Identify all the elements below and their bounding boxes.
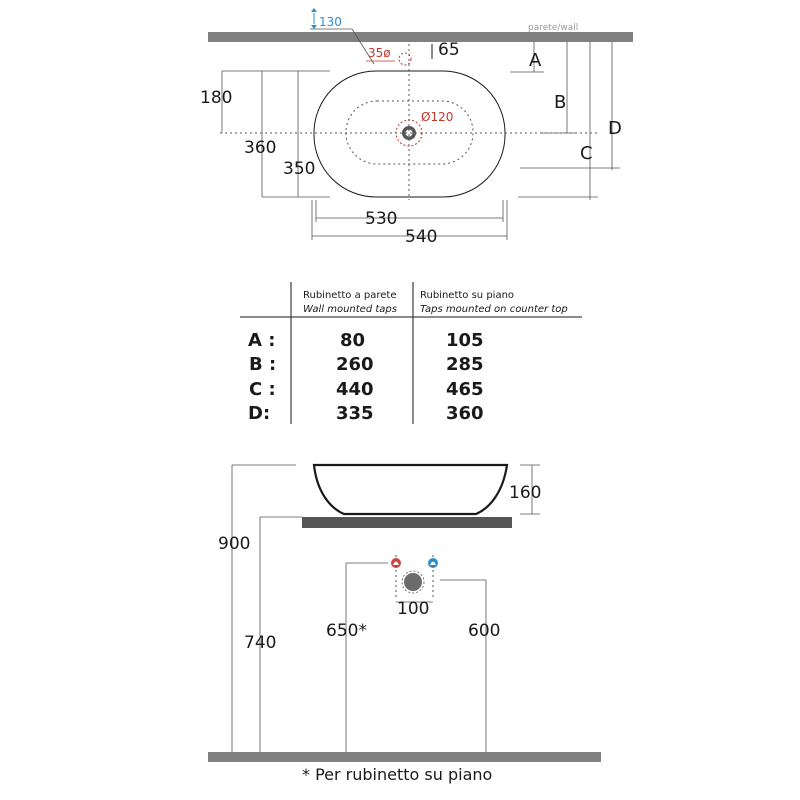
- hot-tap-icon: [391, 558, 401, 568]
- letter-a: A: [529, 50, 542, 71]
- side-view: 160 900 740 100 650* 60: [208, 463, 601, 762]
- svg-text:285: 285: [446, 354, 484, 375]
- dim-350: 350: [283, 159, 315, 179]
- svg-text:C :: C :: [249, 379, 276, 400]
- svg-text:B :: B :: [249, 354, 276, 375]
- letter-b: B: [554, 92, 566, 113]
- svg-text:360: 360: [446, 403, 484, 424]
- floor-band: [208, 752, 601, 762]
- svg-text:440: 440: [336, 379, 374, 400]
- svg-text:A :: A :: [248, 330, 275, 351]
- wall-band: [208, 32, 633, 42]
- col1-header: Rubinetto a parete: [303, 290, 397, 301]
- dim-160: 160: [509, 483, 541, 503]
- letter-c: C: [580, 143, 593, 164]
- col1-sub: Wall mounted taps: [303, 304, 397, 315]
- col2-header: Rubinetto su piano: [420, 290, 514, 301]
- dim-530: 530: [365, 209, 397, 229]
- dim-360: 360: [244, 138, 276, 158]
- dim-740: 740: [244, 633, 276, 653]
- dim-650: 650*: [326, 621, 367, 641]
- table-row: B : 260 285: [249, 354, 484, 375]
- top-view: parete/wall 130 35ø 65 Ø120: [200, 8, 633, 247]
- waste-outlet-icon: [401, 570, 425, 594]
- svg-text:260: 260: [336, 354, 374, 375]
- svg-text:80: 80: [340, 330, 365, 351]
- dim-100: 100: [397, 599, 429, 619]
- height-arrow-icon: [311, 8, 317, 29]
- cold-tap-icon: [428, 558, 438, 568]
- hole-120-label: Ø120: [421, 110, 453, 124]
- letter-d: D: [608, 118, 622, 139]
- svg-text:335: 335: [336, 403, 374, 424]
- basin-profile-side: [312, 463, 509, 516]
- svg-text:105: 105: [446, 330, 484, 351]
- svg-text:465: 465: [446, 379, 484, 400]
- footnote: * Per rubinetto su piano: [302, 765, 492, 784]
- svg-text:D:: D:: [248, 403, 270, 424]
- dim-900: 900: [218, 534, 250, 554]
- dist-65-label: 65: [438, 40, 460, 60]
- dim-600: 600: [468, 621, 500, 641]
- table-row: C : 440 465: [249, 379, 484, 400]
- drain-icon: [395, 119, 423, 147]
- dim-180: 180: [200, 88, 232, 108]
- overflow-hole-icon: [398, 52, 412, 66]
- dimension-table: Rubinetto a parete Wall mounted taps Rub…: [240, 282, 582, 424]
- countertop: [302, 517, 512, 528]
- table-row: D: 335 360: [248, 403, 484, 424]
- height-130-label: 130: [319, 15, 342, 29]
- wall-label: parete/wall: [528, 23, 578, 33]
- hole-35-label: 35ø: [368, 46, 391, 60]
- dim-540: 540: [405, 227, 437, 247]
- table-row: A : 80 105: [248, 330, 484, 351]
- col2-sub: Taps mounted on counter top: [420, 304, 568, 315]
